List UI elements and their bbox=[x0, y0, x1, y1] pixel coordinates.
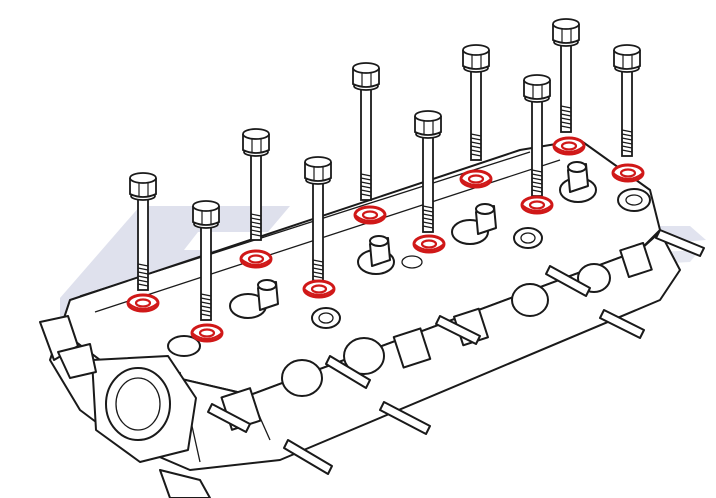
washer-highlights bbox=[126, 136, 645, 343]
washer-2 bbox=[190, 323, 224, 343]
head-bolt-5 bbox=[352, 62, 380, 201]
head-bolt-8 bbox=[523, 74, 551, 197]
washer-4 bbox=[302, 279, 336, 299]
washer-6 bbox=[412, 234, 446, 254]
washer-5 bbox=[353, 205, 387, 225]
head-bolt-7 bbox=[462, 44, 490, 161]
head-bolt-10 bbox=[613, 44, 641, 157]
washer-9 bbox=[552, 136, 586, 156]
washer-10 bbox=[611, 163, 645, 183]
washer-3 bbox=[239, 249, 273, 269]
head-bolt-9 bbox=[552, 18, 580, 133]
manifold-studs bbox=[207, 229, 705, 475]
head-bolt-6 bbox=[414, 110, 442, 233]
washer-1 bbox=[126, 293, 160, 313]
head-bolts bbox=[129, 18, 641, 321]
head-bolt-2 bbox=[192, 200, 220, 321]
lifters bbox=[257, 161, 589, 311]
head-bolt-3 bbox=[242, 128, 270, 241]
head-bolt-1 bbox=[129, 172, 157, 291]
washer-7 bbox=[459, 169, 493, 189]
washer-8 bbox=[520, 195, 554, 215]
